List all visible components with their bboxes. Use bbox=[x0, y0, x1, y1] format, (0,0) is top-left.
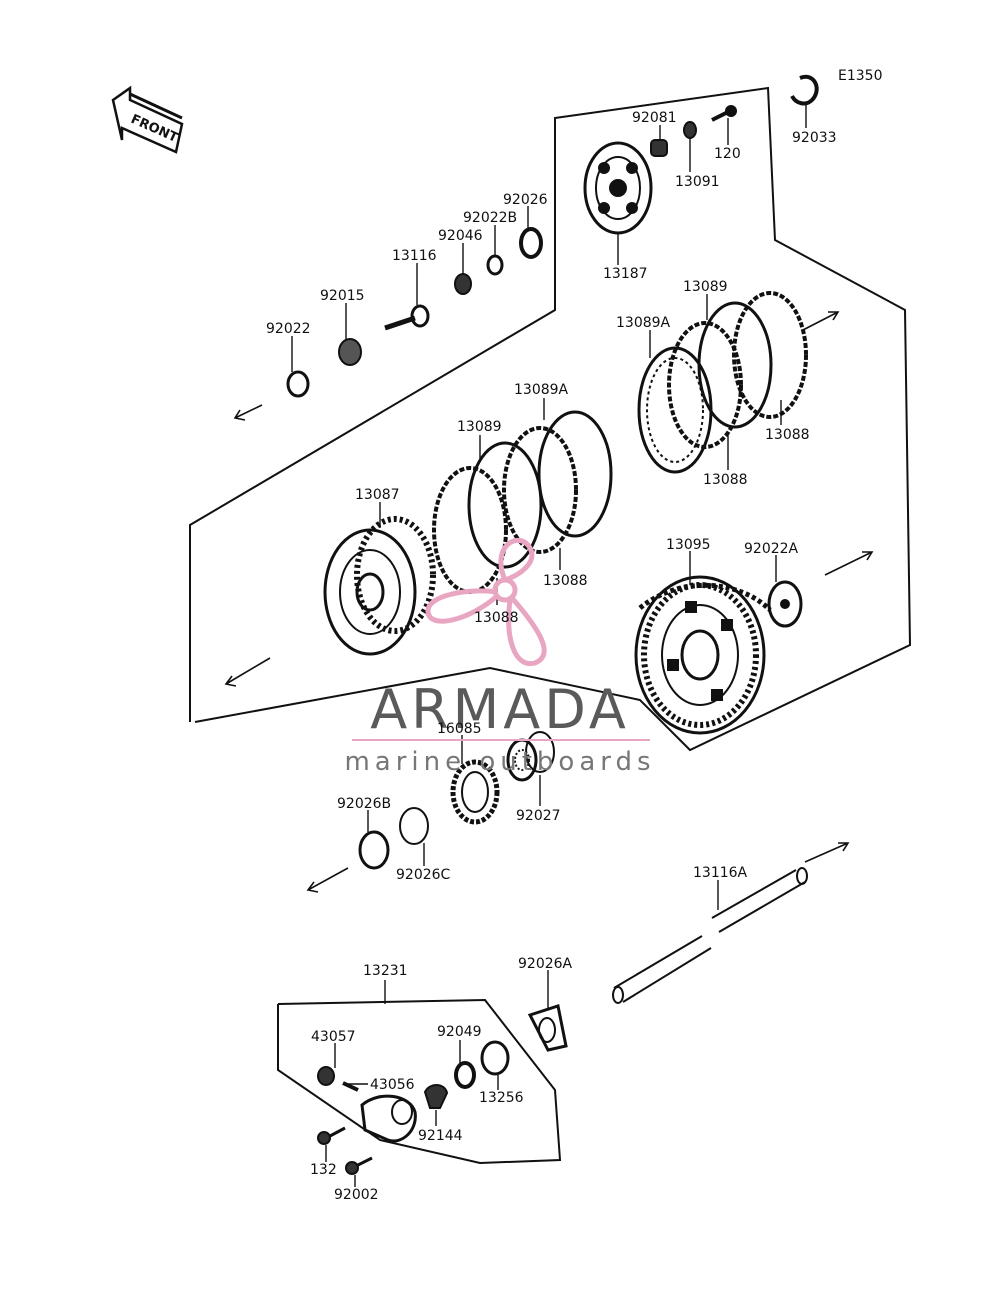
washer-92022 bbox=[286, 370, 310, 398]
part-label: 13089A bbox=[514, 382, 569, 398]
part-label: 13095 bbox=[666, 537, 711, 553]
part-label: 13116A bbox=[693, 865, 748, 881]
part-drawings bbox=[286, 74, 819, 1175]
ring-92026 bbox=[519, 227, 543, 259]
part-label: 92015 bbox=[320, 288, 365, 304]
part-label: 92046 bbox=[438, 228, 483, 244]
nut-92015 bbox=[338, 338, 362, 366]
clutch-plate-stack-right bbox=[637, 291, 808, 474]
clutch-hub-13087 bbox=[323, 516, 436, 656]
part-label: 92022B bbox=[463, 210, 517, 226]
part-label: 13088 bbox=[543, 573, 588, 589]
part-label: 92026 bbox=[503, 192, 548, 208]
gasket-92026a bbox=[527, 1004, 568, 1052]
diagram-code: E1350 bbox=[838, 68, 882, 84]
bolt-120 bbox=[711, 105, 737, 122]
pushrod-13116 bbox=[384, 304, 430, 331]
part-label: 92002 bbox=[334, 1187, 379, 1203]
spacer-92022a bbox=[767, 580, 803, 628]
part-label: 132 bbox=[310, 1162, 337, 1178]
front-arrow-icon: FRONT bbox=[111, 85, 184, 154]
part-label: 120 bbox=[714, 146, 741, 162]
part-label: 13088 bbox=[765, 427, 810, 443]
snap-ring-92033 bbox=[790, 74, 819, 106]
part-label: 43057 bbox=[311, 1029, 356, 1045]
part-label: 16085 bbox=[437, 721, 482, 737]
bushing-13256 bbox=[480, 1040, 510, 1076]
part-label: 13087 bbox=[355, 487, 400, 503]
watermark-tagline: marine outboards bbox=[344, 747, 655, 777]
part-label: 13116 bbox=[392, 248, 437, 264]
clutch-plate-stack-left bbox=[432, 410, 613, 594]
part-label: 92081 bbox=[632, 110, 677, 126]
part-label: 13088 bbox=[703, 472, 748, 488]
assembly-frame bbox=[189, 86, 912, 1165]
clutch-housing-13095 bbox=[634, 575, 772, 735]
rod-13116a bbox=[612, 867, 808, 1004]
part-label: 43056 bbox=[370, 1077, 415, 1093]
part-label: 13187 bbox=[603, 266, 648, 282]
leader-lines bbox=[291, 103, 807, 1187]
pressure-plate-13187 bbox=[583, 141, 653, 235]
part-label: 92026B bbox=[337, 796, 391, 812]
part-label: 92026C bbox=[396, 867, 451, 883]
watermark-brand: ARMADA bbox=[370, 678, 630, 741]
part-label: 92049 bbox=[437, 1024, 482, 1040]
cap-92144 bbox=[423, 1084, 449, 1109]
bolt-132 bbox=[317, 1126, 346, 1145]
part-label: 13091 bbox=[675, 174, 720, 190]
part-label: 92022 bbox=[266, 321, 311, 337]
part-label: 92033 bbox=[792, 130, 837, 146]
bolt-92002 bbox=[345, 1156, 373, 1175]
release-cover bbox=[360, 1094, 417, 1143]
part-43056 bbox=[342, 1081, 359, 1092]
bearing-92046 bbox=[454, 273, 472, 295]
part-label: 13256 bbox=[479, 1090, 524, 1106]
washer-92022b bbox=[486, 254, 504, 276]
propeller-logo-icon bbox=[425, 537, 547, 667]
part-label: 13089 bbox=[457, 419, 502, 435]
part-labels: 92033 92081 120 13091 13187 92026 92022B… bbox=[266, 110, 837, 1203]
ring-92026b bbox=[358, 830, 390, 870]
spring-92081 bbox=[650, 139, 668, 157]
part-label: 13089 bbox=[683, 279, 728, 295]
part-label: 92022A bbox=[744, 541, 799, 557]
direction-arrows bbox=[224, 311, 874, 893]
part-label: 13088 bbox=[474, 610, 519, 626]
ring-92026c bbox=[399, 807, 429, 845]
part-label: 13089A bbox=[616, 315, 671, 331]
part-43057 bbox=[317, 1066, 335, 1086]
gear-16085 bbox=[450, 759, 500, 825]
part-label: 13231 bbox=[363, 963, 408, 979]
part-label: 92144 bbox=[418, 1128, 463, 1144]
part-label: 92026A bbox=[518, 956, 573, 972]
washer-13091 bbox=[683, 121, 697, 139]
watermark: ARMADA marine outboards bbox=[344, 537, 655, 777]
part-label: 92027 bbox=[516, 808, 561, 824]
seal-92049 bbox=[454, 1061, 476, 1089]
